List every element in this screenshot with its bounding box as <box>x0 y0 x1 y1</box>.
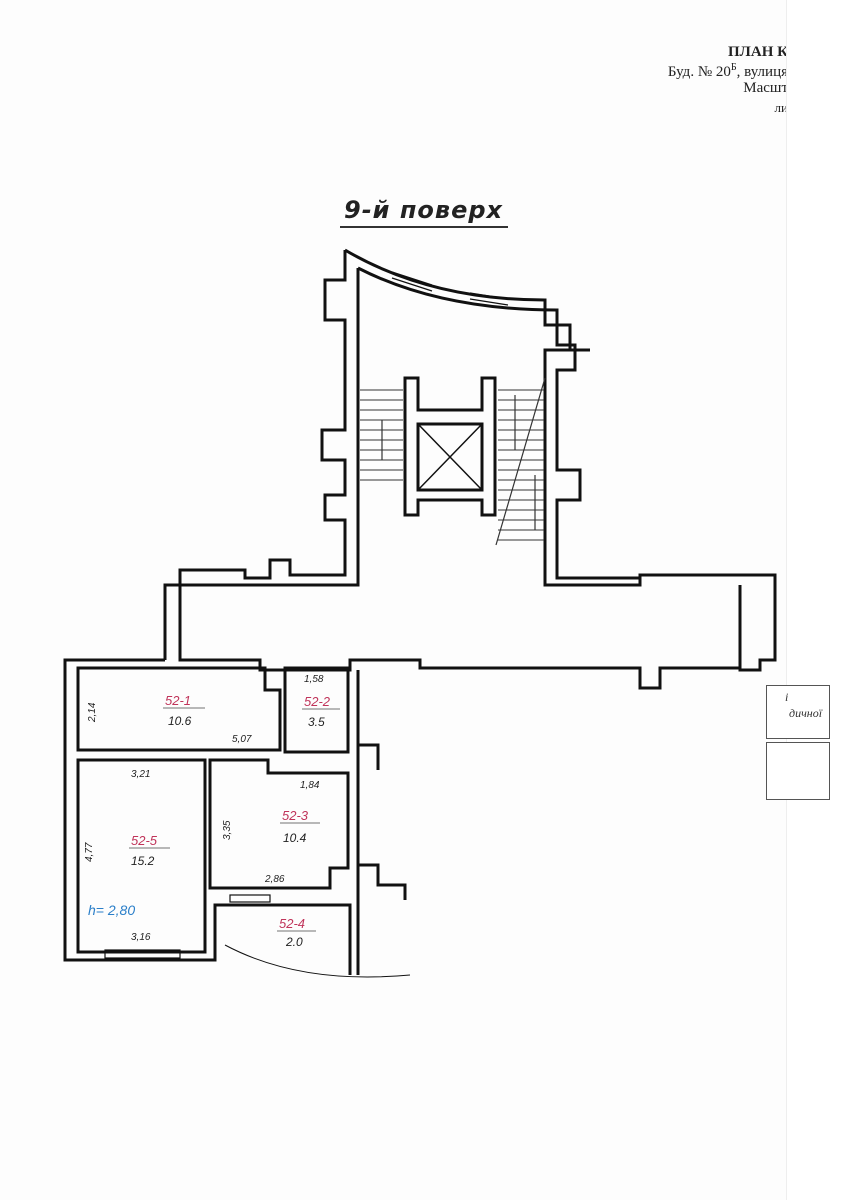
plan-heading-text: ПЛАН К <box>728 44 788 60</box>
room-52-5-id: 52-5 <box>131 833 158 848</box>
windows <box>104 271 509 978</box>
dim-r1-width: 2,14 <box>87 702 98 723</box>
dim-r1-length: 5,07 <box>232 734 252 745</box>
room-52-2-area: 3.5 <box>308 715 325 729</box>
room-52-2-id: 52-2 <box>304 694 331 709</box>
dim-r5-top: 3,21 <box>131 769 150 780</box>
dim-r3-bottom: 2,86 <box>264 874 285 885</box>
lift-shaft <box>416 422 484 492</box>
room-52-5-walls <box>76 758 207 954</box>
wall-right-outer <box>344 248 777 672</box>
room-52-3-area: 10.4 <box>283 831 307 845</box>
room-52-5-area: 15.2 <box>131 854 155 868</box>
scale-label: Масшт <box>743 80 788 97</box>
wall-notch <box>358 743 380 770</box>
lift-cross <box>417 423 483 491</box>
wall-apartment-outer <box>63 658 352 975</box>
header-fragment: ли <box>775 100 788 116</box>
legend-fragment-top: і <box>785 690 789 704</box>
legend-box-lower <box>766 742 830 800</box>
floor-title-underline <box>340 226 508 228</box>
wall-notch-lower <box>358 863 407 900</box>
room-52-3-walls <box>208 758 350 890</box>
wall-right-inner <box>357 266 640 580</box>
room-52-1-id: 52-1 <box>165 693 191 708</box>
dim-r2-width: 1,58 <box>304 674 324 685</box>
room-52-4-id: 52-4 <box>279 916 305 931</box>
dim-r3-side: 3,35 <box>222 820 233 840</box>
plan-heading: ПЛАН К <box>728 44 788 61</box>
room-52-1-area: 10.6 <box>168 714 192 728</box>
building-number-superscript: Б <box>730 62 737 73</box>
wall-left-outer <box>163 250 347 660</box>
ceiling-height-label: h= 2,80 <box>88 902 135 918</box>
room-52-3-id: 52-3 <box>282 808 309 823</box>
room-52-4-area: 2.0 <box>285 935 303 949</box>
floor-title: 9-й поверх <box>344 196 504 224</box>
wall-corridor-bottom <box>220 658 742 690</box>
dim-r3-top: 1,84 <box>300 780 320 791</box>
header-fragment-text: ли <box>774 100 788 115</box>
building-number: Буд. № 20 <box>667 64 731 80</box>
room-labels: 52-1 10.6 52-2 3.5 52-3 10.4 52-4 2.0 52… <box>88 693 340 949</box>
dim-r5-bottom: 3,16 <box>131 932 151 943</box>
dimension-labels: 2,14 5,07 1,58 3,21 4,77 3,16 1,84 3,35 … <box>84 674 324 943</box>
walls <box>63 248 777 975</box>
street-label: , вулиця <box>736 64 788 80</box>
wall-left-inner <box>178 268 360 662</box>
legend-fragment: дичної <box>789 706 823 720</box>
page-edge-strip <box>786 0 848 1200</box>
scale-text: Масшт <box>743 80 788 96</box>
building-address: Буд. № 20Б, вулиця <box>668 62 788 81</box>
stair-flights <box>360 377 546 546</box>
legend-box-upper: і дичної <box>766 685 830 739</box>
room-52-2-walls <box>283 666 350 754</box>
dim-r5-side: 4,77 <box>84 842 95 862</box>
lift-core <box>403 376 497 517</box>
room-52-1-walls <box>76 666 282 752</box>
